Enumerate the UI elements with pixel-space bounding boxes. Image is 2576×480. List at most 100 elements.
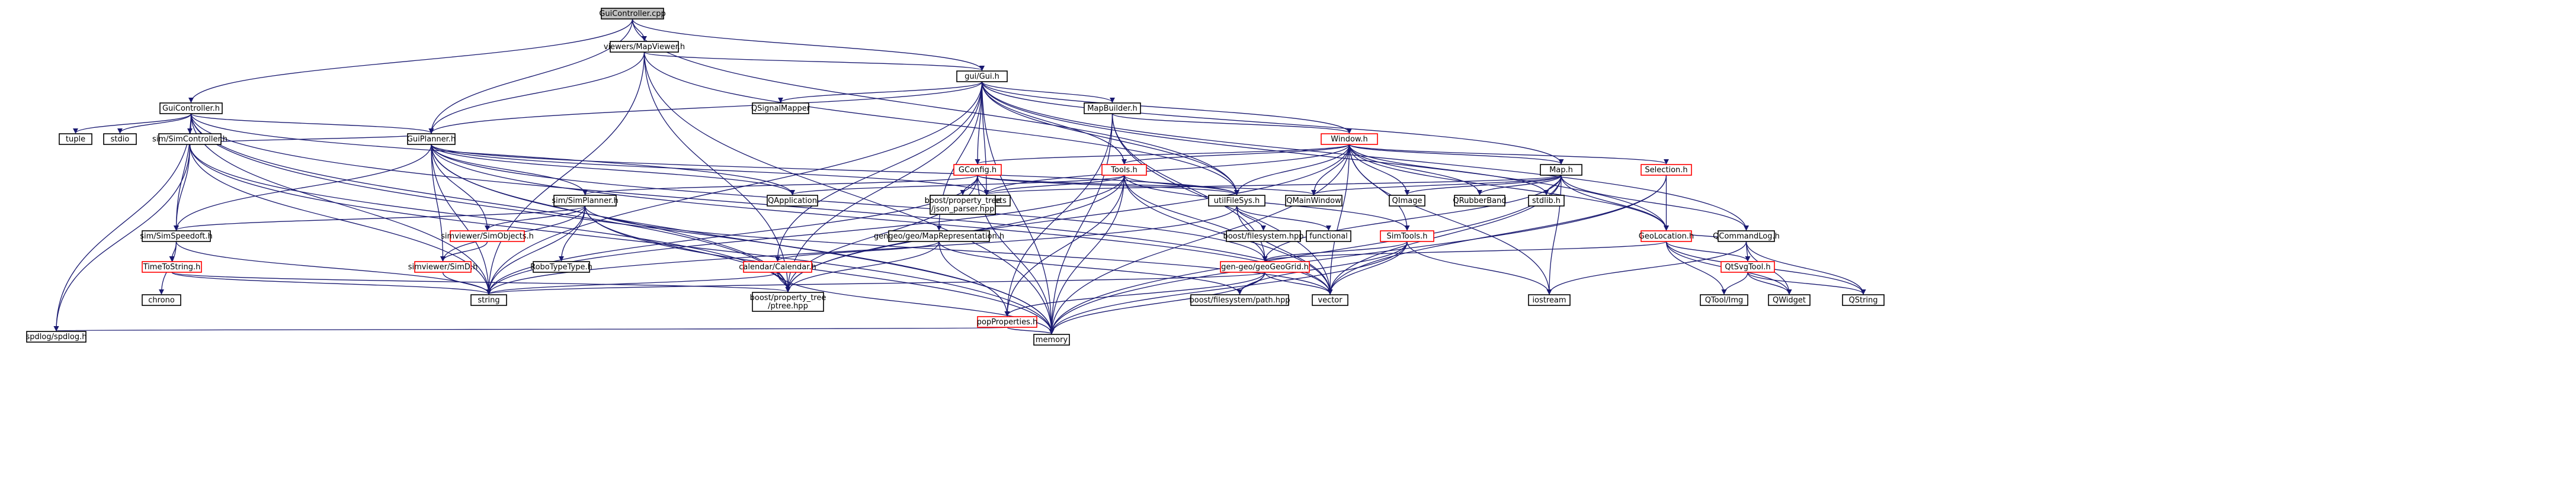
- node-sim-sp-bot[interactable]: sim/SimSpeedoft.h: [140, 230, 213, 242]
- node-gengeo-grid[interactable]: gen-geo/geoGeoGrid.h: [1220, 261, 1310, 273]
- include-edge: [1311, 175, 1562, 195]
- node-robotype[interactable]: RoboTypeType.h: [530, 261, 592, 273]
- node-label: stdlib.h: [1532, 196, 1561, 205]
- node-qtcoreimg[interactable]: QTool/Img: [1700, 294, 1748, 306]
- node-popfile[interactable]: popProperties.h: [977, 316, 1038, 328]
- include-edge: [189, 144, 1055, 334]
- include-edge: [938, 241, 1242, 295]
- node-box: [159, 102, 223, 114]
- node-window[interactable]: Window.h: [1321, 133, 1378, 145]
- include-edge: [53, 113, 192, 331]
- node-simtools[interactable]: SimTools.h: [1380, 230, 1434, 242]
- node-gconfig[interactable]: GConfig.h: [953, 164, 1002, 176]
- include-edge: [1049, 175, 1125, 334]
- node-box: [1084, 102, 1141, 114]
- node-box: [1380, 230, 1434, 242]
- node-box: [103, 133, 137, 145]
- node-bprop-tree[interactable]: boost/property_tree/json_parser.hpp: [925, 195, 1001, 215]
- include-edge: [1122, 144, 1350, 165]
- node-simviewer-objects[interactable]: simviewer/SimObjects.h: [441, 230, 534, 242]
- node-geofile[interactable]: boost/filesystem/path.hpp: [1189, 294, 1290, 306]
- node-gui-gui[interactable]: gui/Gui.h: [956, 70, 1008, 82]
- node-label: vector: [1318, 296, 1343, 305]
- node-qstring[interactable]: QString: [1842, 294, 1885, 306]
- include-edge: [486, 272, 778, 295]
- node-chrono[interactable]: chrono: [142, 294, 181, 306]
- include-edge: [1348, 144, 1549, 195]
- include-edge: [1747, 272, 1866, 295]
- include-edge: [1123, 175, 1239, 195]
- node-ptree[interactable]: boost/property_tree/ptree.hpp: [750, 292, 826, 312]
- node-qsignal[interactable]: QSignalMapper: [751, 102, 810, 114]
- include-edge: [632, 18, 985, 71]
- node-qcomm[interactable]: QCommandLog.h: [1713, 230, 1780, 242]
- node-tuple[interactable]: tuple: [59, 133, 92, 145]
- node-box: [59, 133, 92, 145]
- node-box: [930, 195, 996, 215]
- node-label: QRubberBand: [1453, 196, 1506, 205]
- node-label: spdlog/spdlog.h: [26, 333, 87, 342]
- node-label: Window.h: [1331, 135, 1367, 144]
- node-guiplanner[interactable]: GuiPlanner.h: [407, 133, 456, 145]
- node-selection[interactable]: Selection.h: [1641, 164, 1692, 176]
- node-label: /ptree.hpp: [768, 302, 808, 311]
- node-mapdoc[interactable]: Map.h: [1540, 164, 1582, 176]
- node-tools[interactable]: Tools.h: [1101, 164, 1147, 176]
- node-mapbuilder[interactable]: MapBuilder.h: [1084, 102, 1141, 114]
- include-edge: [428, 18, 633, 134]
- node-spdlog[interactable]: spdlog/spdlog.h: [26, 331, 87, 343]
- include-edge: [1721, 272, 1748, 295]
- include-edge: [1004, 175, 1125, 317]
- node-qwidget[interactable]: QWidget: [1768, 294, 1811, 306]
- include-edge: [975, 144, 1350, 165]
- node-functional[interactable]: functional: [1306, 230, 1351, 242]
- node-label: /json_parser.hpp: [931, 205, 995, 214]
- node-calendar[interactable]: calendar/Calendar.h: [739, 261, 816, 273]
- node-stdlib[interactable]: stdlib.h: [1528, 195, 1565, 207]
- include-edge: [582, 175, 978, 195]
- node-iostream[interactable]: iostream: [1528, 294, 1571, 306]
- node-stdio[interactable]: stdio: [103, 133, 137, 145]
- include-edge: [1004, 113, 1113, 317]
- node-gengeo-mpa[interactable]: gengeo/geo/MapRepresentation.h: [874, 230, 1004, 242]
- include-edge: [1236, 272, 1265, 295]
- node-label: chrono: [148, 296, 175, 305]
- node-box: [1528, 294, 1571, 306]
- node-sim-controller[interactable]: sim/SimController.h: [152, 133, 228, 145]
- node-qwidget-main[interactable]: QMainWindow: [1285, 195, 1343, 207]
- include-edge: [981, 81, 1669, 231]
- node-sim-planner[interactable]: sim/SimPlanner.h: [552, 195, 619, 207]
- include-edge: [1311, 144, 1350, 195]
- node-simviewer-d[interactable]: simviewer/SimD.h: [408, 261, 478, 273]
- node-utilfile[interactable]: utilFileSys.h: [1208, 195, 1265, 207]
- node-viewer[interactable]: viewers/MapViewer.h: [604, 41, 685, 53]
- node-vector[interactable]: vector: [1312, 294, 1348, 306]
- include-edge: [1406, 241, 1552, 295]
- node-box: [610, 41, 679, 53]
- node-string[interactable]: string: [470, 294, 507, 306]
- include-edge: [981, 81, 1749, 231]
- node-guicontroller[interactable]: GuiController.h: [159, 102, 223, 114]
- node-box: [1768, 294, 1811, 306]
- node-geoloc[interactable]: GeoLocation.h: [1639, 230, 1694, 242]
- include-edge: [173, 113, 192, 231]
- node-qtsvg[interactable]: QtSvgTool.h: [1720, 261, 1775, 273]
- node-label: viewers/MapViewer.h: [604, 43, 685, 51]
- include-edge: [1561, 175, 1670, 231]
- include-edge: [56, 325, 1008, 331]
- node-boost-fs[interactable]: boost/filesystem.hpp: [1223, 230, 1304, 242]
- node-qrubber[interactable]: QRubberBand: [1453, 195, 1507, 207]
- node-box: [450, 230, 525, 242]
- node-label: gengeo/geo/MapRepresentation.h: [874, 232, 1004, 241]
- node-memory[interactable]: memory: [1033, 334, 1070, 346]
- node-root[interactable]: GuiController.cpp: [599, 8, 666, 20]
- include-edge: [171, 272, 492, 295]
- include-edge: [981, 81, 1055, 334]
- include-edge: [643, 51, 1055, 334]
- node-qapp[interactable]: QApplication: [767, 195, 818, 207]
- node-label: gui/Gui.h: [965, 72, 999, 81]
- node-qimage[interactable]: QImage: [1389, 195, 1425, 207]
- node-timetostr[interactable]: TimeToString.h: [142, 261, 202, 273]
- node-box: [553, 195, 617, 207]
- include-edge: [981, 81, 1240, 195]
